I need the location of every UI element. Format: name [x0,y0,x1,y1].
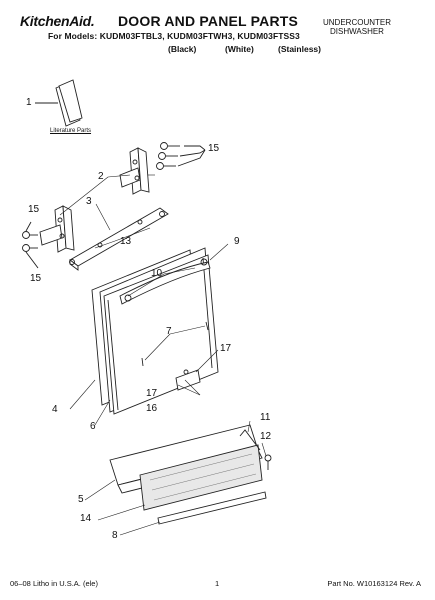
callout-7: 7 [166,326,172,337]
page-number: 1 [215,579,220,588]
product-type-line2: DISHWASHER [330,27,384,36]
right-hinge-bracket [119,147,150,195]
callout-8: 8 [112,530,118,541]
callout-13: 13 [120,236,132,247]
hinge-rail [69,207,169,271]
callout-3: 3 [86,196,92,207]
left-hinge-bracket [39,205,75,253]
callout-12: 12 [260,431,272,442]
callout-15-left-top: 15 [28,204,40,215]
callout-17-left: 17 [146,388,158,399]
variant-black: (Black) [168,44,197,54]
callout-10: 10 [151,268,163,279]
callout-9: 9 [234,236,240,247]
callout-11: 11 [260,412,271,423]
variant-stainless: (Stainless) [278,44,321,54]
product-type: UNDERCOUNTER DISHWASHER [317,18,397,36]
callout-4: 4 [52,404,58,415]
page-title: DOOR AND PANEL PARTS [118,13,299,29]
leader-lines [59,174,267,536]
callout-15-left-bottom: 15 [30,273,42,284]
door-assembly [91,247,219,415]
callout-17-right: 17 [220,343,232,354]
callout-15-upper: 15 [208,143,220,154]
callout-5: 5 [78,494,84,505]
callout-6: 6 [90,421,96,432]
lower-panel-assembly [109,424,272,525]
literature-parts-label: Literature Parts [50,128,92,134]
screws-upper [156,142,206,170]
model-list: For Models: KUDM03FTBL3, KUDM03FTWH3, KU… [48,31,300,41]
footer-print-info: 06–08 Litho in U.S.A. (ele) [10,579,98,588]
brand-logo: KitchenAid. [20,13,95,29]
product-type-line1: UNDERCOUNTER [323,18,391,27]
literature-booklet [35,79,83,127]
callout-2: 2 [98,171,104,182]
footer-part-number: Part No. W10163124 Rev. A [327,579,421,588]
variant-white: (White) [225,44,254,54]
screws-left [22,221,39,269]
callout-1: 1 [26,97,32,108]
callout-14: 14 [80,513,92,524]
callout-16: 16 [146,403,158,414]
